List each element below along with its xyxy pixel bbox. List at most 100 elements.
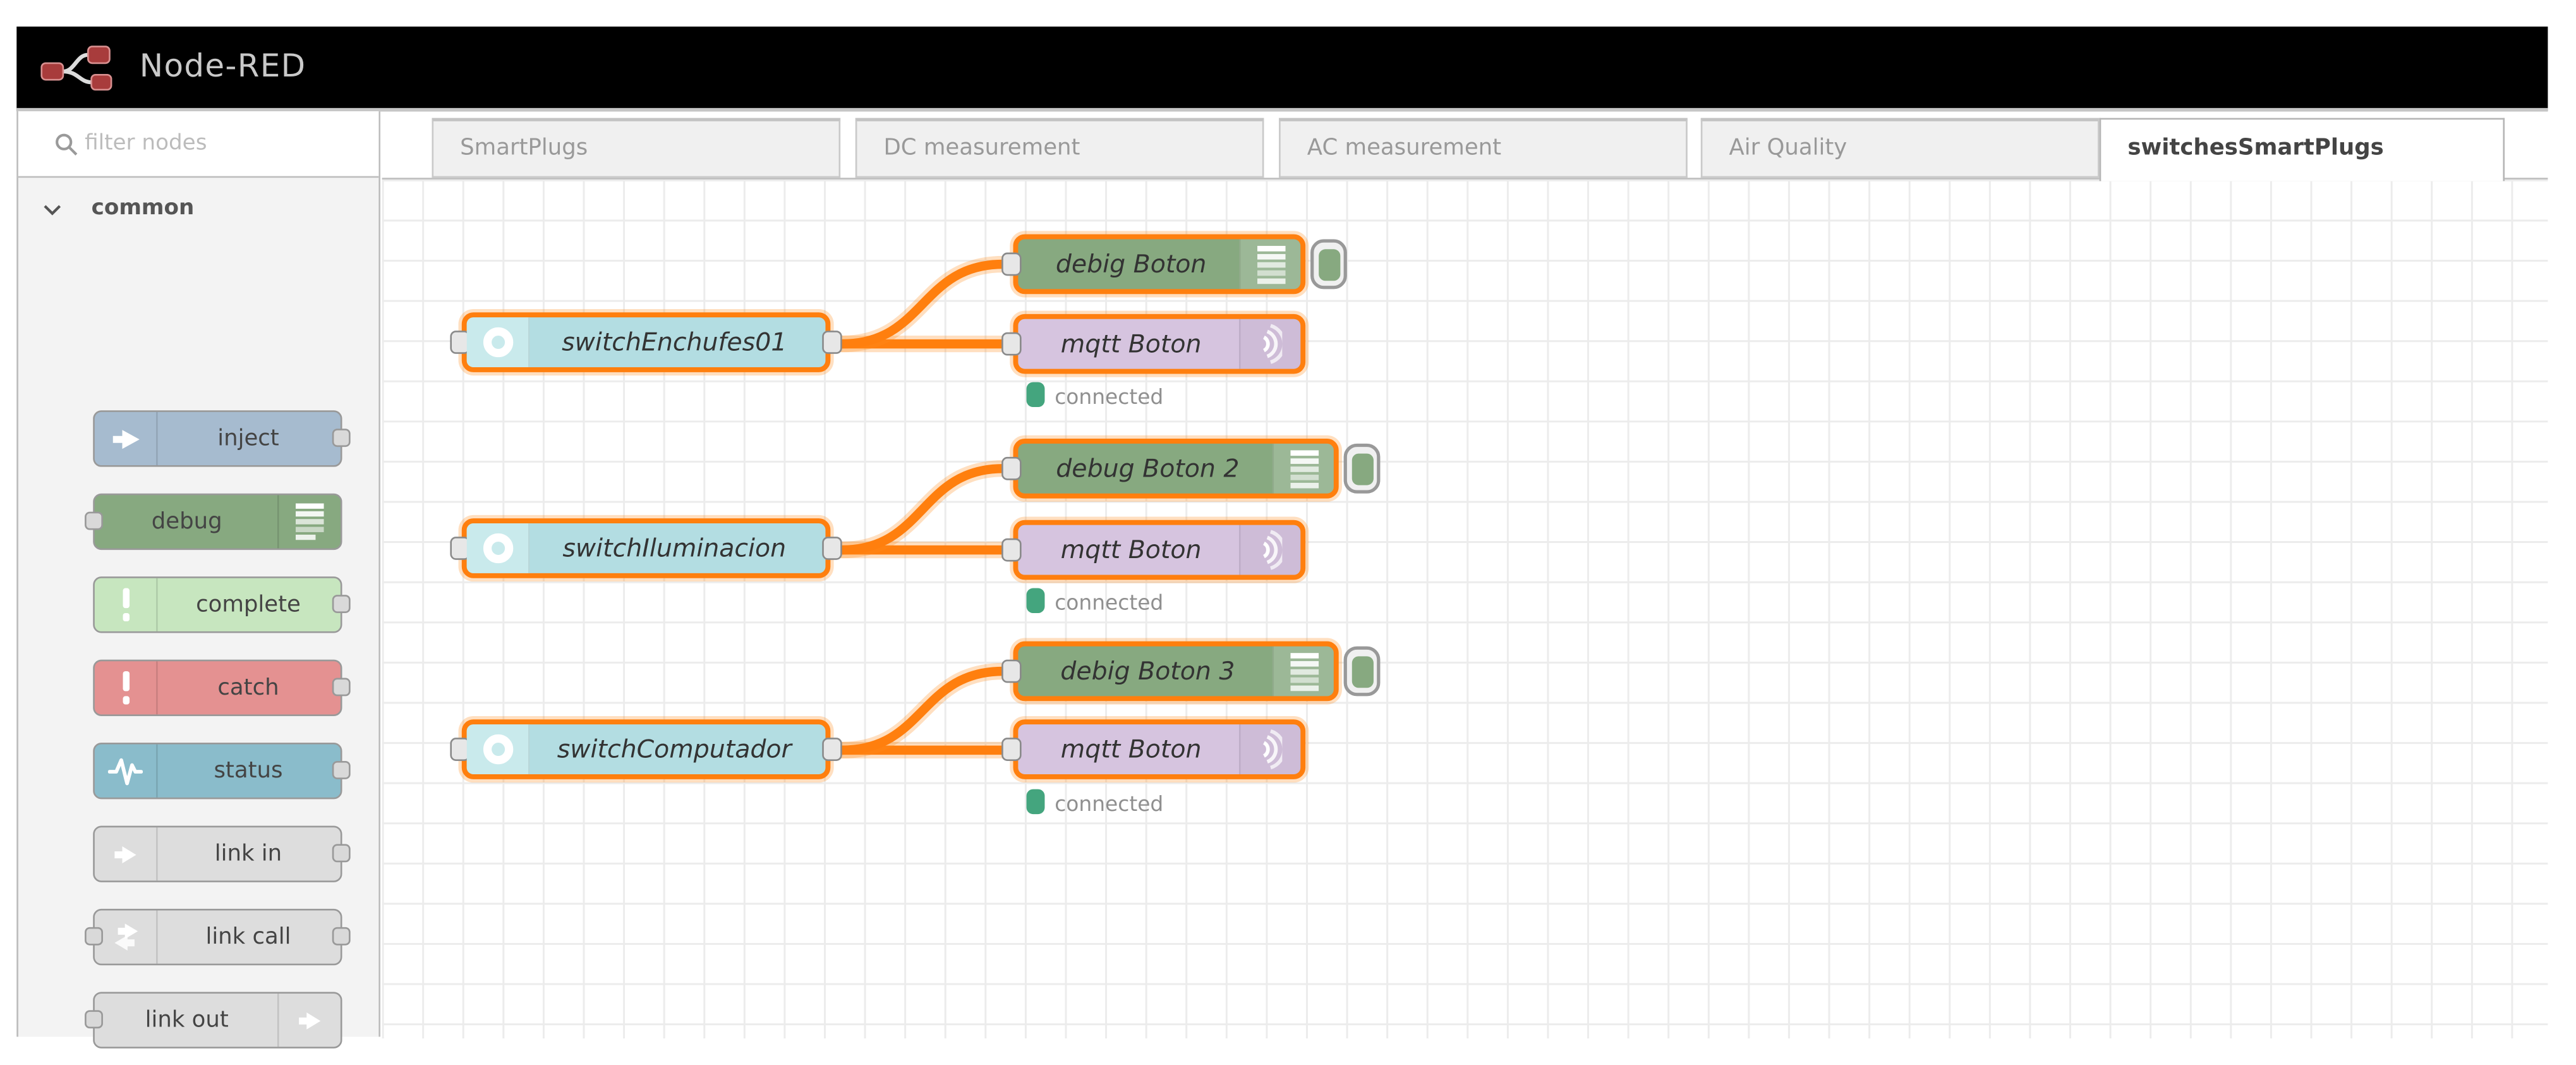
debug-lines-icon: [1272, 646, 1334, 697]
wire[interactable]: [837, 259, 1008, 349]
mqtt-signal-icon: [1239, 724, 1301, 774]
mqtt-signal-icon: [1239, 525, 1301, 575]
switch-node[interactable]: switchEnchufes01: [450, 312, 842, 372]
status-text: connected: [1055, 791, 1164, 816]
exclamation-icon: [95, 578, 158, 631]
port-in[interactable]: [1001, 538, 1022, 562]
debug-node[interactable]: debug Boton 2: [1001, 438, 1339, 499]
node-label: mqtt Boton: [1060, 734, 1202, 765]
app-header: Node-RED: [16, 27, 2548, 112]
tab-label: SmartPlugs: [460, 134, 588, 161]
debug-toggle-button[interactable]: [1343, 443, 1381, 494]
port-out[interactable]: [822, 738, 842, 761]
tab-dc-measurement[interactable]: DC measurement: [855, 118, 1264, 178]
mqtt-node[interactable]: mqtt Boton: [1001, 719, 1306, 779]
pulse-icon: [95, 744, 158, 798]
port-in[interactable]: [85, 511, 103, 530]
palette-node-link-call[interactable]: link call: [85, 908, 351, 966]
tab-switchessmartplugs[interactable]: switchesSmartPlugs: [2099, 118, 2505, 181]
node-label: mqtt Boton: [1060, 329, 1202, 359]
palette-node-link-in[interactable]: link in: [93, 825, 351, 882]
mqtt-node[interactable]: mqtt Boton: [1001, 520, 1306, 580]
status-dot: [1026, 588, 1045, 613]
status-dot: [1026, 789, 1045, 815]
debug-node[interactable]: debig Boton: [1001, 234, 1306, 295]
port-out[interactable]: [332, 677, 351, 696]
node-label: switchIluminacion: [562, 533, 787, 564]
palette-node-label: complete: [196, 591, 301, 618]
port-out[interactable]: [332, 926, 351, 945]
tab-label: AC measurement: [1307, 134, 1502, 161]
mqtt-node[interactable]: mqtt Boton: [1001, 313, 1306, 374]
tab-label: Air Quality: [1729, 134, 1847, 161]
tab-label: DC measurement: [883, 134, 1080, 161]
wire[interactable]: [837, 666, 1008, 755]
link-arrow-icon: [95, 910, 158, 964]
debug-toggle-button[interactable]: [1343, 646, 1381, 697]
status-text: connected: [1055, 384, 1164, 409]
flow-canvas[interactable]: switchEnchufes01 debig Boton: [382, 178, 2548, 1038]
node-label: debig Boton 3: [1060, 656, 1235, 686]
palette-node-inject[interactable]: inject: [93, 410, 351, 467]
palette-search[interactable]: filter nodes: [18, 111, 379, 178]
toggle-switch-icon: [466, 523, 530, 573]
link-arrow-icon: [95, 827, 158, 881]
palette-node-debug[interactable]: debug: [85, 493, 342, 551]
tab-air-quality[interactable]: Air Quality: [1700, 118, 2100, 178]
port-in[interactable]: [450, 738, 470, 761]
toggle-switch-icon: [466, 317, 530, 367]
toggle-switch-icon: [466, 724, 530, 774]
palette-node-catch[interactable]: catch: [93, 659, 351, 716]
status-text: connected: [1055, 590, 1164, 615]
debug-lines-icon: [1272, 443, 1334, 494]
category-label: common: [91, 196, 195, 221]
switch-node[interactable]: switchIluminacion: [450, 518, 842, 578]
switch-node[interactable]: switchComputador: [450, 719, 842, 779]
app-title: Node-RED: [139, 48, 306, 85]
port-out[interactable]: [822, 537, 842, 560]
port-in[interactable]: [1001, 738, 1022, 761]
debug-lines-icon: [277, 495, 341, 549]
palette-sidebar: filter nodes common inject: [16, 111, 380, 1049]
port-in[interactable]: [1001, 456, 1022, 480]
node-label: mqtt Boton: [1060, 535, 1202, 565]
debug-toggle-button[interactable]: [1310, 239, 1347, 289]
node-red-logo-icon: [40, 46, 112, 91]
palette-node-label: status: [214, 757, 283, 784]
port-in[interactable]: [1001, 252, 1022, 276]
port-in[interactable]: [450, 537, 470, 560]
tab-smartplugs[interactable]: SmartPlugs: [432, 118, 841, 178]
inject-arrow-icon: [95, 411, 158, 466]
debug-node[interactable]: debig Boton 3: [1001, 641, 1339, 702]
palette-node-label: link out: [145, 1006, 229, 1034]
chevron-down-icon: [44, 205, 61, 216]
port-in[interactable]: [1001, 332, 1022, 356]
port-in[interactable]: [1001, 659, 1022, 683]
palette-node-label: link call: [205, 923, 291, 951]
palette-node-label: catch: [217, 674, 279, 702]
mqtt-signal-icon: [1239, 319, 1301, 369]
port-out[interactable]: [332, 427, 351, 446]
exclamation-icon: [95, 661, 158, 715]
port-out[interactable]: [332, 760, 351, 779]
link-arrow-icon: [277, 993, 341, 1047]
palette-node-status[interactable]: status: [93, 743, 351, 800]
search-placeholder: filter nodes: [85, 131, 207, 157]
wire[interactable]: [837, 464, 1008, 555]
node-label: switchComputador: [557, 734, 792, 765]
port-out[interactable]: [332, 843, 351, 861]
tab-label: switchesSmartPlugs: [2127, 134, 2384, 161]
port-out[interactable]: [332, 593, 351, 612]
port-in[interactable]: [85, 1009, 103, 1028]
palette-category-common[interactable]: common: [18, 191, 378, 228]
node-label: debig Boton: [1055, 249, 1207, 279]
palette-node-link-out[interactable]: link out: [85, 992, 342, 1049]
tab-ac-measurement[interactable]: AC measurement: [1279, 118, 1688, 178]
port-out[interactable]: [822, 331, 842, 354]
palette-node-label: debug: [151, 508, 222, 535]
search-icon: [56, 133, 78, 155]
port-in[interactable]: [85, 926, 103, 945]
node-label: switchEnchufes01: [562, 327, 787, 358]
palette-node-complete[interactable]: complete: [93, 576, 351, 633]
